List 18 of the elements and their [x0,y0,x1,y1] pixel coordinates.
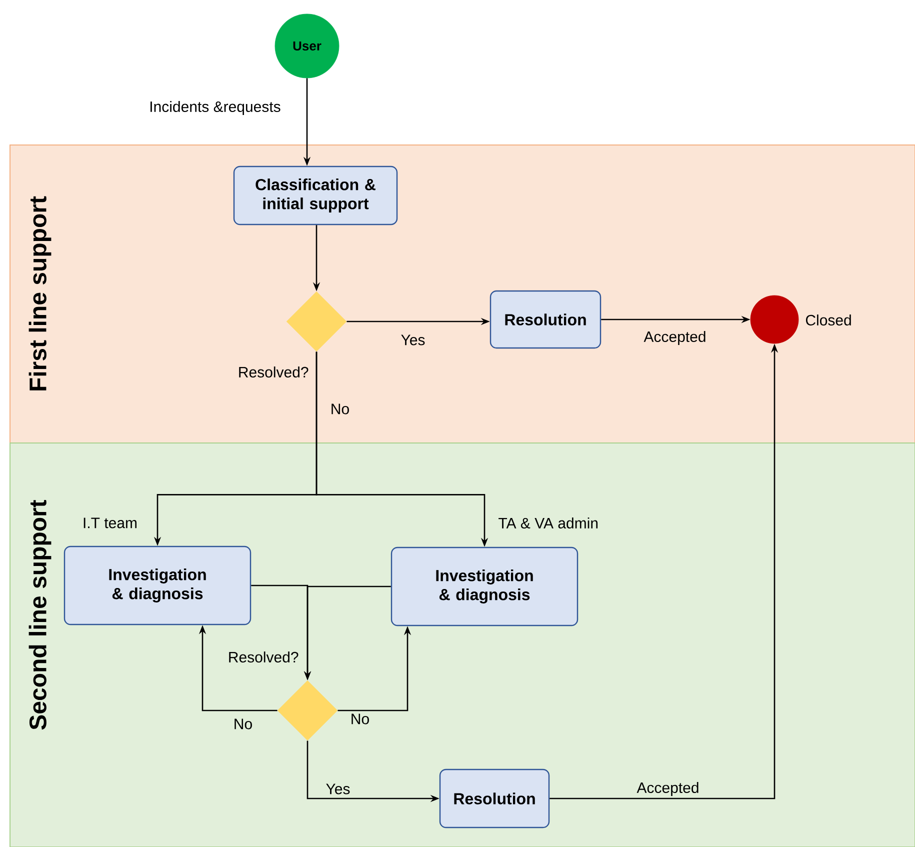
node-label: Closed [806,314,851,326]
edge-label: Accepted [636,781,700,797]
node-label: TA & VA admin [498,518,598,528]
process-box: Investigation & diagnosis [64,546,252,626]
edge-label: Incidents &requests [148,100,282,116]
end-circle [750,295,799,344]
process-box: Resolution [439,768,550,828]
process-box: Resolution [490,290,602,349]
process-box: Investigation & diagnosis [390,546,578,626]
lane-title: First line support [28,196,52,390]
node-label: Resolved? [229,652,298,662]
edge-label: Accepted [642,330,708,346]
lane-title: Second line support [28,500,52,730]
decision-diamond [286,291,347,352]
process-box: Classification & initial support [233,166,398,226]
decision-diamond [277,680,338,741]
node-label: I.T team [84,518,136,528]
node-label: Resolved? [239,366,308,378]
